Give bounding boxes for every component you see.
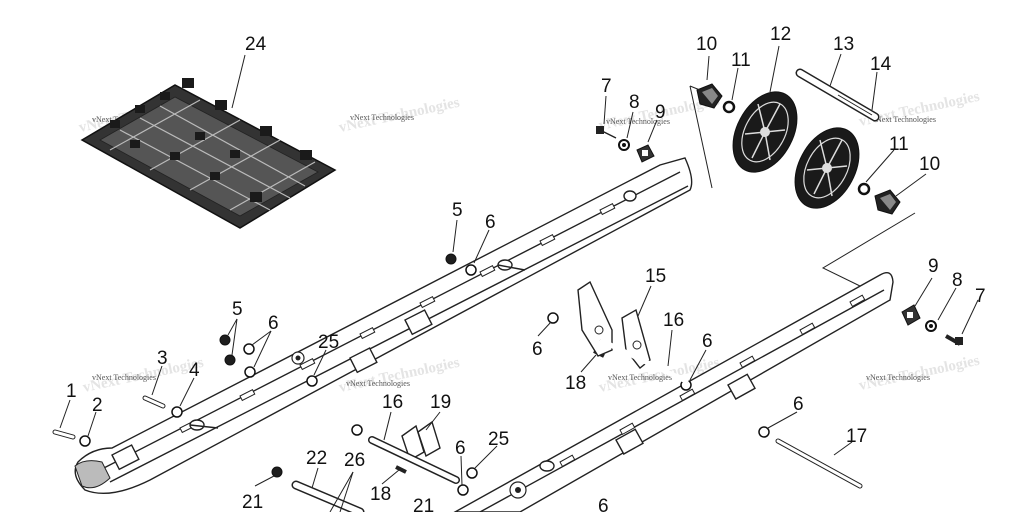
callout-26: 26 xyxy=(344,450,365,471)
callout-25: 25 xyxy=(488,429,509,450)
callout-18: 18 xyxy=(565,373,586,394)
small-hardware xyxy=(52,126,963,496)
callout-21: 21 xyxy=(242,492,263,512)
callout-11: 11 xyxy=(889,134,909,155)
callout-16: 16 xyxy=(382,392,403,413)
callout-5: 5 xyxy=(452,200,463,221)
callout-13: 13 xyxy=(833,34,854,55)
callout-5: 5 xyxy=(232,299,243,320)
shock-bracket xyxy=(577,280,690,385)
lower-bracket xyxy=(368,420,460,484)
callout-11: 11 xyxy=(731,50,751,71)
callout-8: 8 xyxy=(952,270,963,291)
callout-6: 6 xyxy=(485,212,496,233)
callout-6: 6 xyxy=(598,496,609,512)
watermark-text: vNext Technologies xyxy=(866,373,930,382)
bearing-hub-parts xyxy=(696,83,901,215)
callout-10: 10 xyxy=(696,34,717,55)
callout-12: 12 xyxy=(770,24,791,45)
assembly-lines xyxy=(59,45,979,512)
callout-6: 6 xyxy=(793,394,804,415)
watermark-text: vNext Technologies xyxy=(92,373,156,382)
callout-25: 25 xyxy=(318,332,339,353)
front-shaft xyxy=(291,480,365,512)
right-slide-rail xyxy=(453,272,894,512)
watermark-text: vNext Technologies xyxy=(608,373,672,382)
callout-9: 9 xyxy=(928,256,939,277)
watermark-text: vNext Technologies xyxy=(346,379,410,388)
callout-7: 7 xyxy=(975,286,986,307)
callout-6: 6 xyxy=(532,339,543,360)
callout-6: 6 xyxy=(455,438,466,459)
callout-18: 18 xyxy=(370,484,391,505)
callout-6: 6 xyxy=(702,331,713,352)
callout-19: 19 xyxy=(430,392,451,413)
callout-24: 24 xyxy=(245,34,267,55)
callout-2: 2 xyxy=(92,395,103,416)
callout-6: 6 xyxy=(268,313,279,334)
callout-7: 7 xyxy=(601,76,612,97)
callout-9: 9 xyxy=(655,102,666,123)
callout-17: 17 xyxy=(846,426,867,447)
callout-labels: 1 2 3 4 5 5 6 6 6 6 6 6 6 7 7 8 8 9 9 10… xyxy=(66,24,986,512)
left-slide-rail xyxy=(74,157,693,495)
axle-shaft xyxy=(795,68,880,122)
watermark-text: vNext Technologies xyxy=(872,115,936,124)
watermark-text: vNext Technologies xyxy=(350,113,414,122)
callout-22: 22 xyxy=(306,448,327,469)
callout-10: 10 xyxy=(919,154,940,175)
callout-8: 8 xyxy=(629,92,640,113)
callout-21: 21 xyxy=(413,496,434,512)
callout-4: 4 xyxy=(189,360,200,381)
idler-wheels xyxy=(732,91,860,209)
track-mat-part xyxy=(80,78,337,229)
callout-15: 15 xyxy=(645,266,666,287)
callout-1: 1 xyxy=(66,381,77,402)
callout-14: 14 xyxy=(870,54,892,75)
callout-16: 16 xyxy=(663,310,684,331)
watermark-text: vNext Technologies xyxy=(606,117,670,126)
callout-3: 3 xyxy=(157,348,168,369)
long-pin xyxy=(775,438,863,489)
